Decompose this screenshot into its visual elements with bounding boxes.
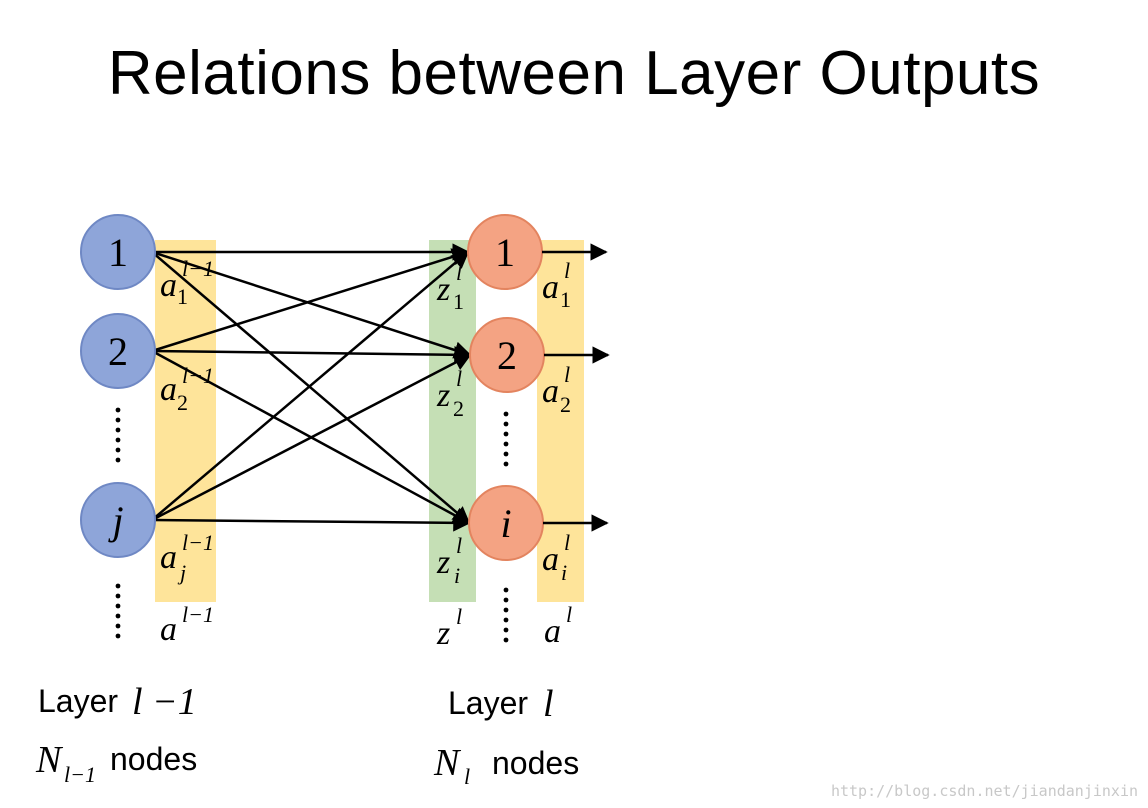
label-a1-l-minus-1: a 1 l−1 (160, 256, 214, 309)
label-a2-l-minus-1: a 2 l−1 (160, 363, 214, 415)
left-node-2-label: 2 (108, 329, 128, 374)
right-node-count: N l nodes (433, 742, 579, 789)
right-node-1: 1 (467, 214, 543, 290)
edge-1-to-0 (151, 248, 470, 353)
svg-text:l: l (564, 258, 570, 283)
label-a-vector-l-minus-1: a l−1 (160, 602, 214, 648)
left-ellipsis-lower (115, 583, 121, 639)
label-z1-l: z 1 l (436, 260, 464, 314)
z-band (429, 240, 476, 602)
svg-text:1: 1 (453, 289, 464, 314)
right-activation-band (537, 240, 584, 602)
svg-text:l: l (456, 366, 462, 391)
slide-title: Relations between Layer Outputs (107, 39, 1041, 108)
svg-text:l: l (456, 604, 462, 629)
svg-text:l−1: l−1 (182, 363, 214, 388)
svg-text:a: a (160, 267, 177, 304)
svg-text:nodes: nodes (110, 741, 197, 777)
right-node-2: 2 (469, 317, 545, 393)
edge-group (151, 243, 472, 532)
edge-2-to-1 (151, 353, 472, 522)
watermark-text: http://blog.csdn.net/jiandanjinxin (830, 782, 1138, 800)
right-node-1-label: 1 (495, 230, 515, 275)
svg-text:i: i (561, 560, 567, 585)
svg-text:N: N (433, 742, 462, 784)
right-ellipsis-lower (503, 587, 509, 643)
svg-text:l: l (456, 533, 462, 558)
svg-text:l−1: l−1 (64, 762, 96, 787)
label-z2-l: z 2 l (436, 366, 464, 421)
svg-text:l: l (564, 530, 570, 555)
label-ai-l: a i l (542, 530, 570, 585)
svg-text:1: 1 (177, 284, 188, 309)
right-ellipsis-upper (503, 411, 509, 467)
edge-2-to-0 (151, 250, 470, 521)
svg-text:l: l (566, 602, 572, 627)
svg-text:Layer: Layer (448, 685, 528, 721)
svg-text:a: a (542, 269, 559, 306)
svg-text:z: z (436, 544, 450, 581)
svg-text:a: a (160, 611, 177, 648)
svg-text:l−1: l−1 (182, 530, 214, 555)
right-node-i-label: i (500, 501, 511, 546)
edge-1-to-1 (151, 346, 472, 364)
svg-text:a: a (160, 539, 177, 576)
left-node-2: 2 (80, 313, 156, 389)
right-node-2-label: 2 (497, 333, 517, 378)
label-zi-l: z i l (436, 533, 462, 588)
left-node-j: j (80, 482, 156, 558)
svg-text:l: l (543, 683, 554, 725)
left-node-1-label: 1 (108, 230, 128, 275)
left-node-count: N l−1 nodes (35, 739, 197, 787)
svg-text:a: a (160, 371, 177, 408)
svg-text:a: a (542, 541, 559, 578)
svg-text:j: j (177, 560, 186, 585)
edge-2-to-2 (151, 514, 471, 532)
svg-text:a: a (542, 373, 559, 410)
svg-text:2: 2 (560, 392, 571, 417)
label-z-vector-l: z l (436, 604, 462, 652)
left-ellipsis-upper (115, 407, 121, 463)
left-layer-label: Layer l −1 (38, 681, 197, 723)
label-a1-l: a 1 l (542, 258, 571, 312)
right-node-i: i (468, 485, 544, 561)
svg-text:l−1: l−1 (182, 256, 214, 281)
right-layer-label: Layer l (448, 683, 554, 725)
left-node-j-label: j (107, 498, 123, 543)
svg-text:l −1: l −1 (132, 681, 197, 723)
svg-text:l: l (456, 260, 462, 285)
svg-text:2: 2 (177, 390, 188, 415)
edge-0-to-1 (151, 250, 472, 359)
edge-0-to-2 (151, 251, 471, 525)
svg-text:i: i (454, 563, 460, 588)
label-aj-l-minus-1: a j l−1 (160, 530, 214, 585)
svg-text:l: l (564, 362, 570, 387)
svg-text:l: l (464, 764, 470, 789)
svg-text:z: z (436, 271, 450, 308)
svg-text:z: z (436, 377, 450, 414)
svg-text:Layer: Layer (38, 683, 118, 719)
label-a-vector-l: a l (544, 602, 572, 650)
left-node-1: 1 (80, 214, 156, 290)
svg-text:a: a (544, 613, 561, 650)
svg-text:z: z (436, 615, 450, 652)
label-a2-l: a 2 l (542, 362, 571, 417)
svg-text:2: 2 (453, 396, 464, 421)
svg-text:l−1: l−1 (182, 602, 214, 627)
svg-text:N: N (35, 739, 64, 781)
svg-text:1: 1 (560, 287, 571, 312)
svg-text:nodes: nodes (492, 745, 579, 781)
left-activation-band (155, 240, 216, 602)
